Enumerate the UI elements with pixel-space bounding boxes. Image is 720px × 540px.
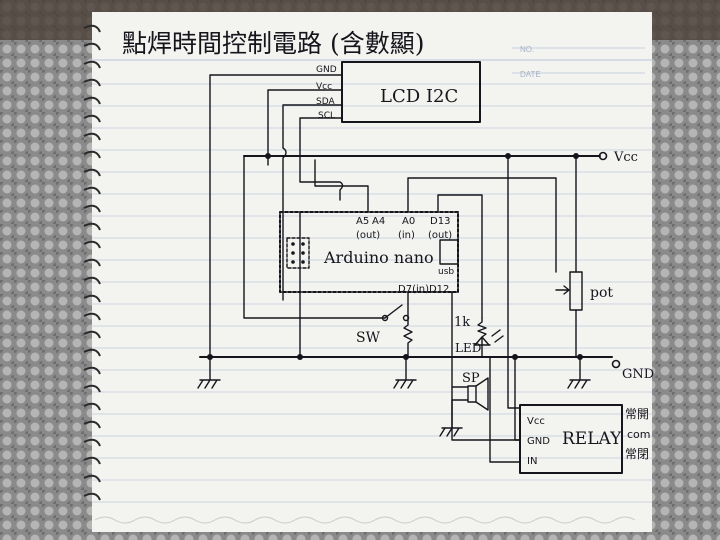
led-indicator: 1k LED bbox=[454, 315, 504, 358]
lcd-pin-sda: SDA bbox=[316, 97, 335, 107]
pot-body bbox=[569, 271, 583, 311]
relay-label: RELAY bbox=[562, 429, 622, 449]
arduino-usb-label: usb bbox=[438, 267, 454, 277]
speaker-label: SP bbox=[462, 371, 480, 386]
relay-pin-in: IN bbox=[527, 456, 537, 467]
relay-contact-nc: 常閉 bbox=[625, 447, 649, 461]
arduino-pin-a0: A0 bbox=[402, 216, 415, 227]
arduino-nano: Arduino nano A5 A4 A0 D13 (out) (in) (ou… bbox=[279, 211, 459, 295]
arduino-icsp-header bbox=[286, 237, 310, 269]
ground-symbol bbox=[567, 356, 591, 389]
gnd-terminal bbox=[611, 359, 621, 369]
led-light-arrows bbox=[491, 329, 504, 343]
ground-symbol bbox=[439, 399, 463, 437]
arduino-wires bbox=[299, 159, 557, 441]
header-no-label: NO. bbox=[520, 45, 534, 54]
relay-contact-no: 常開 bbox=[625, 407, 649, 421]
page-title: 點焊時間控制電路 (含數顯) bbox=[122, 29, 424, 58]
pot-wiper-arrow bbox=[555, 285, 570, 295]
vcc-rail: Vcc bbox=[243, 150, 638, 409]
arduino-out-label: (out) bbox=[356, 230, 380, 241]
resistor-symbol bbox=[403, 317, 413, 358]
potentiometer: pot bbox=[555, 155, 613, 358]
arduino-out-label: (out) bbox=[428, 230, 452, 241]
speaker-body bbox=[467, 385, 477, 403]
arduino-pin-a5: A5 bbox=[356, 216, 369, 227]
relay-pin-gnd: GND bbox=[527, 436, 550, 447]
header-date-label: DATE bbox=[520, 70, 541, 79]
led-label: LED bbox=[455, 341, 481, 355]
junction-dot bbox=[265, 153, 271, 159]
lcd-pin-gnd: GND bbox=[316, 65, 337, 75]
arduino-label: Arduino nano bbox=[323, 248, 434, 267]
speaker-sp: SP bbox=[439, 371, 489, 437]
resistor-1k-label: 1k bbox=[454, 315, 470, 330]
arduino-pin-a4: A4 bbox=[372, 216, 385, 227]
ground-symbol bbox=[393, 356, 417, 389]
usb-port-icon bbox=[439, 239, 459, 265]
lcd-box bbox=[341, 61, 481, 123]
relay-contact-com: com bbox=[627, 428, 651, 441]
lcd-label: LCD I2C bbox=[380, 86, 458, 107]
arduino-pin-d7-d12: D7(in)D12 bbox=[398, 284, 449, 295]
speaker-cone bbox=[475, 377, 489, 411]
lcd-pin-vcc: Vcc bbox=[316, 82, 332, 92]
pot-label: pot bbox=[590, 285, 613, 301]
arduino-in-label: (in) bbox=[398, 230, 415, 241]
lcd-pin-scl: SCL bbox=[318, 111, 335, 121]
gnd-rail: GND bbox=[197, 354, 654, 389]
lcd-wires bbox=[209, 74, 344, 356]
vcc-label: Vcc bbox=[613, 150, 638, 165]
sw-label: SW bbox=[356, 330, 381, 346]
vcc-terminal bbox=[598, 151, 608, 161]
relay-module: RELAY Vcc GND IN 常開 com 常閉 bbox=[489, 356, 651, 474]
switch-sw: SW bbox=[356, 304, 413, 358]
arduino-pin-d13: D13 bbox=[430, 216, 450, 227]
relay-box bbox=[519, 404, 623, 474]
relay-pin-vcc: Vcc bbox=[527, 416, 545, 427]
lcd-module: LCD I2C GND Vcc SDA SCL bbox=[316, 61, 481, 123]
gnd-label: GND bbox=[622, 367, 654, 382]
ground-symbol bbox=[197, 379, 221, 389]
